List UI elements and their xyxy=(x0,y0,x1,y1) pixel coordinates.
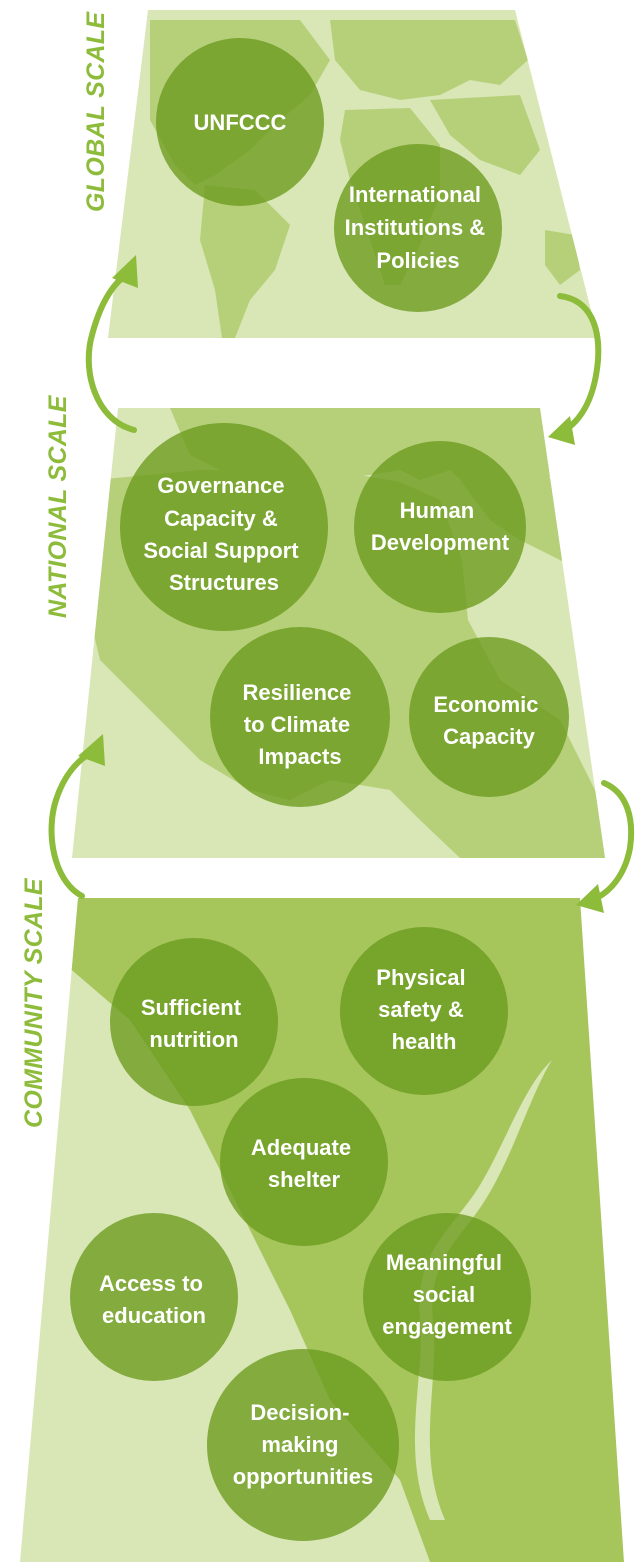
community-scale-label: COMMUNITY SCALE xyxy=(20,877,48,1128)
label-adequate-shelter: Adequate shelter xyxy=(251,1135,357,1192)
label-human-development: Human Development xyxy=(371,498,510,555)
circle-human-development xyxy=(354,441,526,613)
label-unfccc: UNFCCC xyxy=(194,110,287,135)
global-scale-label: GLOBAL SCALE xyxy=(82,11,110,212)
circle-physical-safety xyxy=(340,927,508,1095)
label-governance-capacity: Governance Capacity & Social Support Str… xyxy=(143,473,304,595)
circle-adequate-shelter xyxy=(220,1078,388,1246)
circle-labels: UNFCCC International Institutions & Poli… xyxy=(99,110,544,1489)
circle-social-engagement xyxy=(363,1213,531,1381)
label-sufficient-nutrition: Sufficient nutrition xyxy=(141,995,247,1052)
circle-access-education xyxy=(70,1213,238,1381)
label-economic-capacity: Economic Capacity xyxy=(433,692,544,749)
label-resilience: Resilience to Climate Impacts xyxy=(243,680,358,769)
label-access-education: Access to education xyxy=(99,1271,209,1328)
connecting-arrows xyxy=(48,255,635,913)
community-panel: COMMUNITY SCALE xyxy=(20,877,624,1562)
circle-resilience xyxy=(210,627,390,807)
circle-decision-making xyxy=(207,1349,399,1541)
label-social-engagement: Meaningful social engagement xyxy=(382,1250,512,1339)
community-river xyxy=(414,1060,552,1520)
national-scale-label: NATIONAL SCALE xyxy=(44,394,72,618)
label-decision-making: Decision- making opportunities xyxy=(233,1400,374,1489)
global-panel: GLOBAL SCALE xyxy=(82,10,598,338)
arrow-global-to-national xyxy=(557,293,602,435)
arrow-national-to-global xyxy=(85,272,137,433)
arrow-national-to-community xyxy=(589,780,635,903)
circle-sufficient-nutrition xyxy=(110,938,278,1106)
national-panel: NATIONAL SCALE xyxy=(44,394,605,858)
circle-unfccc xyxy=(156,38,324,206)
circle-international-institutions xyxy=(334,144,502,312)
label-physical-safety: Physical safety & health xyxy=(376,965,471,1054)
circle-governance-capacity xyxy=(120,423,328,631)
arrow-community-to-national xyxy=(48,749,95,899)
label-international-institutions: International Institutions & Policies xyxy=(345,182,492,273)
circle-economic-capacity xyxy=(409,637,569,797)
